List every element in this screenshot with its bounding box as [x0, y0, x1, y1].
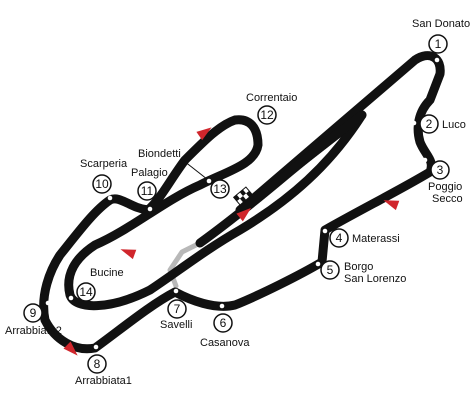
- corner-dots: [45, 57, 440, 350]
- label-correntaio: Correntaio: [246, 92, 297, 104]
- svg-text:6: 6: [220, 316, 227, 330]
- direction-arrow-icon-5: [63, 341, 78, 356]
- corner-dot-2: [411, 120, 417, 126]
- corner-dot-1: [434, 57, 440, 63]
- corner-dot-12: [259, 123, 265, 129]
- label-palagio: Palagio: [131, 167, 168, 179]
- direction-arrow-icon-1: [196, 127, 212, 141]
- corner-dot-13: [206, 178, 212, 184]
- svg-text:3: 3: [437, 163, 444, 177]
- label-scarperia: Scarperia: [80, 158, 128, 170]
- corner-dot-10: [107, 195, 113, 201]
- svg-text:2: 2: [426, 117, 433, 131]
- direction-arrow-icon-3: [383, 200, 400, 211]
- svg-text:11: 11: [141, 184, 154, 198]
- corner-dot-6: [219, 303, 225, 309]
- svg-text:9: 9: [30, 306, 37, 320]
- direction-arrows: [63, 127, 400, 356]
- corner-dot-9: [45, 300, 51, 306]
- label-bucine: Bucine: [90, 267, 124, 279]
- turn-marker-7: 7: [167, 299, 187, 319]
- checkered-flag-icon: [232, 186, 254, 206]
- svg-text:14: 14: [79, 285, 93, 299]
- turn-markers: 1 2 3 4 5 6 7 8 9 10 11: [23, 34, 450, 374]
- label-arrabbiata2: Arrabbiata2: [5, 325, 62, 337]
- svg-text:7: 7: [174, 302, 181, 316]
- biondetti-pointer: [183, 160, 213, 184]
- turn-marker-1: 1: [428, 34, 448, 54]
- direction-arrow-icon-2: [236, 207, 252, 222]
- svg-text:12: 12: [260, 108, 274, 122]
- corner-dot-14: [68, 295, 74, 301]
- svg-text:8: 8: [94, 357, 101, 371]
- turn-marker-3: 3: [430, 160, 450, 180]
- direction-arrow-icon-4: [120, 249, 137, 260]
- inner-straight: [195, 110, 367, 248]
- svg-text:10: 10: [95, 177, 109, 191]
- turn-marker-10: 10: [92, 174, 112, 194]
- corner-dot-3: [422, 157, 428, 163]
- svg-text:4: 4: [336, 231, 343, 245]
- corner-dot-11: [147, 206, 153, 212]
- turn-marker-14: 14: [76, 282, 96, 302]
- turn-marker-6: 6: [213, 313, 233, 333]
- label-savelli: Savelli: [160, 319, 192, 331]
- turn-marker-13: 13: [210, 179, 230, 199]
- turn-marker-12: 12: [257, 105, 277, 125]
- label-materassi: Materassi: [352, 233, 400, 245]
- corner-dot-5: [315, 261, 321, 267]
- svg-text:5: 5: [327, 263, 334, 277]
- turn-marker-9: 9: [23, 303, 43, 323]
- label-san-donato: San Donato: [412, 18, 470, 30]
- turn-marker-5: 5: [320, 260, 340, 280]
- corner-dot-7: [173, 288, 179, 294]
- turn-marker-8: 8: [87, 354, 107, 374]
- track-outline: [39, 51, 445, 354]
- turn-marker-4: 4: [329, 228, 349, 248]
- label-biondetti: Biondetti: [138, 148, 181, 160]
- turn-marker-11: 11: [137, 181, 157, 201]
- label-arrabbiata1: Arrabbiata1: [75, 375, 132, 387]
- svg-text:13: 13: [213, 182, 227, 196]
- turn-marker-2: 2: [419, 114, 439, 134]
- label-casanova: Casanova: [200, 337, 250, 349]
- svg-text:1: 1: [435, 37, 442, 51]
- corner-dot-4: [322, 228, 328, 234]
- corner-dot-8: [93, 344, 99, 350]
- label-luco: Luco: [442, 119, 466, 131]
